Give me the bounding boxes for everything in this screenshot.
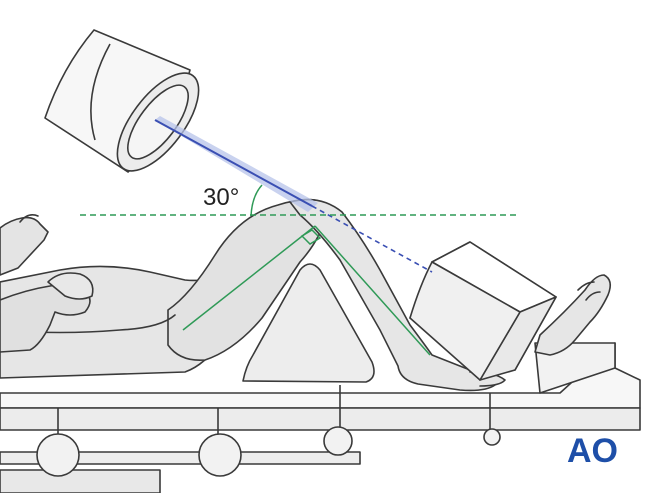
- right-angle-marker: [300, 229, 322, 245]
- logo-text: AO: [567, 432, 618, 470]
- table-wheels: [36, 426, 501, 477]
- angle-label: 30°: [203, 184, 239, 211]
- patient-arm: [0, 284, 91, 353]
- patient-raised-hand: [0, 216, 49, 276]
- bone-axes: [182, 225, 431, 356]
- table-wheel: [198, 433, 242, 477]
- femur-axis: [182, 225, 316, 331]
- c-arm-detector-icon: [409, 241, 557, 381]
- angle-arc: [250, 184, 263, 217]
- patient-hand: [47, 272, 94, 300]
- table-wheel: [323, 426, 353, 456]
- c-arm-source-icon: [44, 29, 200, 173]
- table-wheel: [483, 428, 501, 446]
- table-wheel: [36, 433, 80, 477]
- ao-logo-icon: AO: [567, 432, 618, 470]
- xray-beam: [154, 116, 433, 273]
- tibia-axis: [314, 225, 431, 356]
- patient: [0, 198, 612, 392]
- knee-support-wedge: [242, 263, 375, 383]
